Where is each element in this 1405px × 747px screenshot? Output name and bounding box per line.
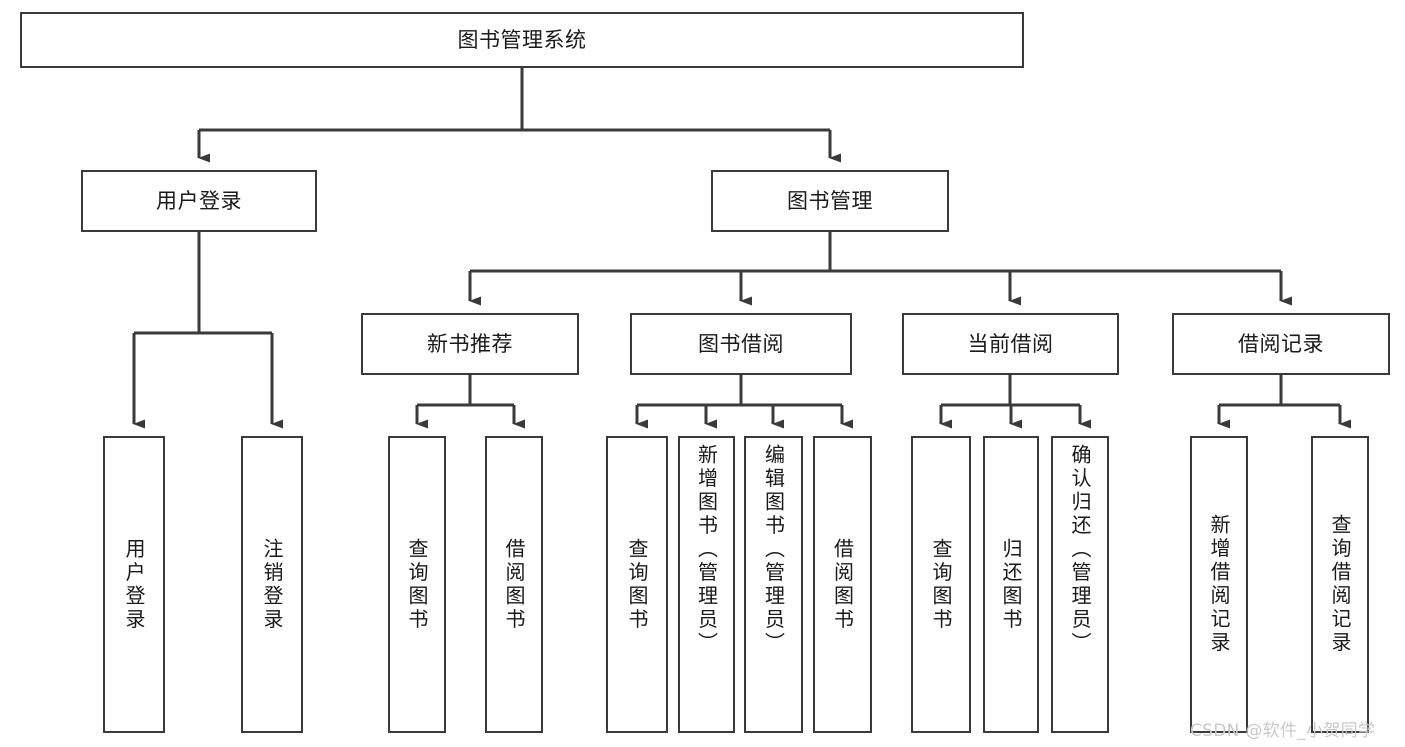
node-leaf[interactable]: 借阅图书 (485, 436, 543, 733)
node-leaf-label: 新增借阅记录 (1207, 514, 1231, 655)
node-leaf[interactable]: 用户登录 (103, 436, 165, 733)
node-leaf[interactable]: 新增借阅记录 (1190, 436, 1248, 733)
node-root-label: 图书管理系统 (457, 27, 587, 52)
node-book-management-label: 图书管理 (787, 188, 873, 213)
node-current-borrow-label: 当前借阅 (967, 331, 1054, 356)
node-leaf[interactable]: 确认归还（管理员） (1051, 436, 1109, 733)
node-leaf[interactable]: 借阅图书 (813, 436, 872, 733)
node-leaf-label: 借阅图书 (830, 537, 855, 632)
node-leaf-label: 新增图书（管理员） (694, 444, 719, 656)
node-borrow-record-label: 借阅记录 (1238, 331, 1324, 356)
node-leaf-label: 归还图书 (999, 537, 1023, 632)
node-leaf-label: 用户登录 (122, 537, 146, 632)
node-book-borrow-label: 图书借阅 (698, 331, 784, 356)
node-leaf-label: 确认归还（管理员） (1068, 444, 1092, 656)
node-leaf[interactable]: 查询图书 (388, 436, 446, 733)
node-leaf-label: 注销登录 (260, 537, 284, 632)
node-leaf-label: 查询借阅记录 (1328, 514, 1352, 655)
node-book-management[interactable]: 图书管理 (711, 170, 949, 232)
node-leaf[interactable]: 查询借阅记录 (1311, 436, 1369, 733)
node-borrow-record[interactable]: 借阅记录 (1172, 313, 1390, 375)
node-leaf-label: 查询图书 (625, 537, 649, 632)
csdn-watermark: CSDN @软件_小贺同学 (1190, 721, 1376, 741)
node-leaf-label: 查询图书 (405, 537, 429, 632)
node-leaf-label: 编辑图书（管理员） (761, 444, 786, 656)
node-root-system[interactable]: 图书管理系统 (20, 12, 1024, 68)
node-leaf[interactable]: 查询图书 (911, 436, 971, 733)
node-leaf-label: 借阅图书 (502, 537, 526, 632)
node-user-login[interactable]: 用户登录 (81, 170, 317, 232)
node-book-borrow[interactable]: 图书借阅 (630, 313, 852, 375)
node-leaf[interactable]: 新增图书（管理员） (678, 436, 735, 733)
node-leaf[interactable]: 查询图书 (606, 436, 668, 733)
node-leaf[interactable]: 归还图书 (983, 436, 1039, 733)
node-leaf[interactable]: 注销登录 (241, 436, 303, 733)
node-user-login-label: 用户登录 (156, 188, 242, 213)
node-new-book-recommend[interactable]: 新书推荐 (361, 313, 579, 375)
node-new-book-recommend-label: 新书推荐 (427, 331, 513, 356)
node-current-borrow[interactable]: 当前借阅 (902, 313, 1119, 375)
node-leaf-label: 查询图书 (929, 537, 953, 632)
node-leaf[interactable]: 编辑图书（管理员） (744, 436, 803, 733)
